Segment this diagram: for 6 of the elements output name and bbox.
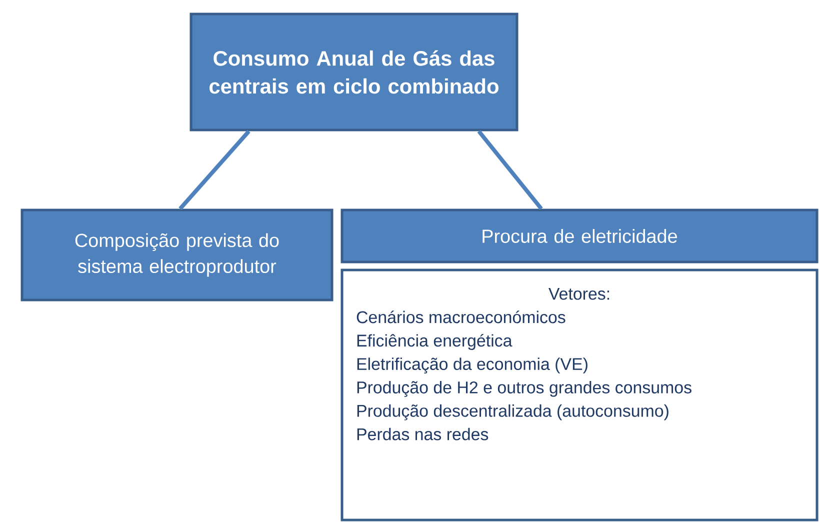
connector-line — [477, 130, 543, 210]
list-box: Vetores: Cenários macroeconómicos Eficiência energética Eletrificação da economia (VE) Produção de H2 e outros grandes consumos Produção descentralizada (autoconsumo) Perdas nas redes — [340, 268, 818, 522]
category-box: Procura de eletricidade — [340, 208, 818, 264]
connector-line — [178, 130, 250, 210]
category-box: Composição prevista do sistema electroprodutor — [20, 208, 334, 302]
title-box: Consumo Anual de Gás das centrais em ciclo combinado — [190, 12, 518, 132]
